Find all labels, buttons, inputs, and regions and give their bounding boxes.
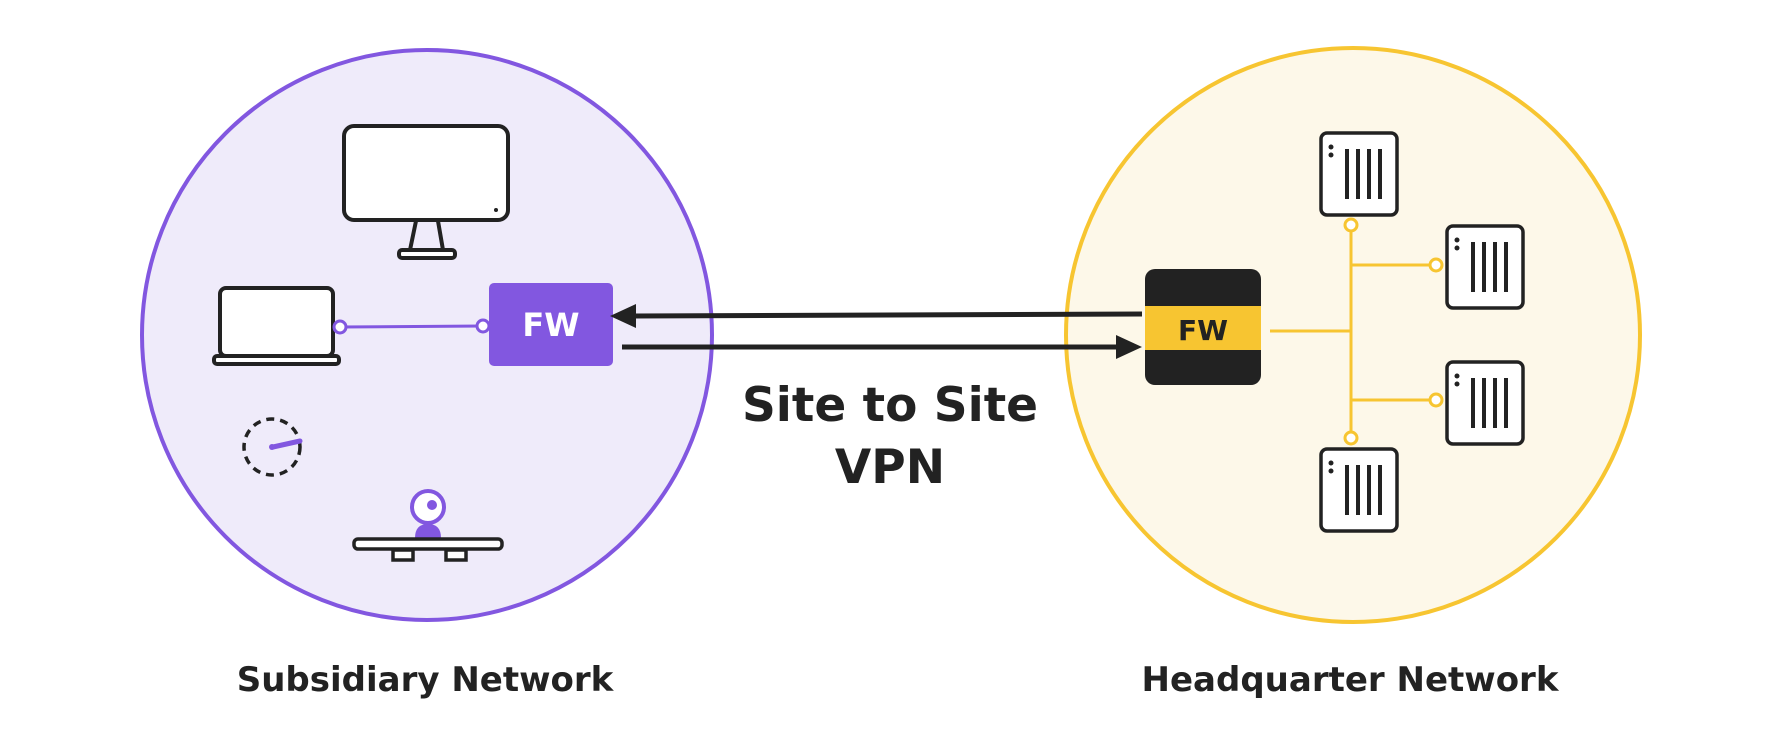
speedometer-icon [242, 417, 303, 477]
headquarter-network-label: Headquarter Network [1141, 660, 1559, 700]
vpn-arrow-to-headquarter [622, 335, 1142, 359]
vpn-label-line2: VPN [834, 440, 946, 495]
server-icon [1445, 360, 1525, 446]
server-icon [1319, 447, 1399, 533]
server-icon [1445, 224, 1525, 310]
vpn-label: Site to Site VPN [700, 375, 1080, 499]
subsidiary-firewall-label: FW [522, 306, 579, 344]
webcam-icon [352, 489, 504, 562]
server-icon [1319, 131, 1399, 217]
headquarter-network-circle [1064, 46, 1642, 624]
headquarter-network-links [1270, 217, 1444, 446]
vpn-label-line1: Site to Site [741, 378, 1039, 433]
headquarter-firewall-label: FW [1178, 314, 1228, 347]
subsidiary-firewall: FW [489, 283, 613, 366]
headquarter-firewall: FW [1145, 269, 1261, 385]
subsidiary-network-label: Subsidiary Network [236, 660, 614, 700]
subsidiary-network-circle [140, 48, 714, 622]
monitor-icon [342, 124, 510, 260]
laptop-icon [212, 286, 341, 366]
vpn-arrow-to-subsidiary [610, 304, 1143, 328]
